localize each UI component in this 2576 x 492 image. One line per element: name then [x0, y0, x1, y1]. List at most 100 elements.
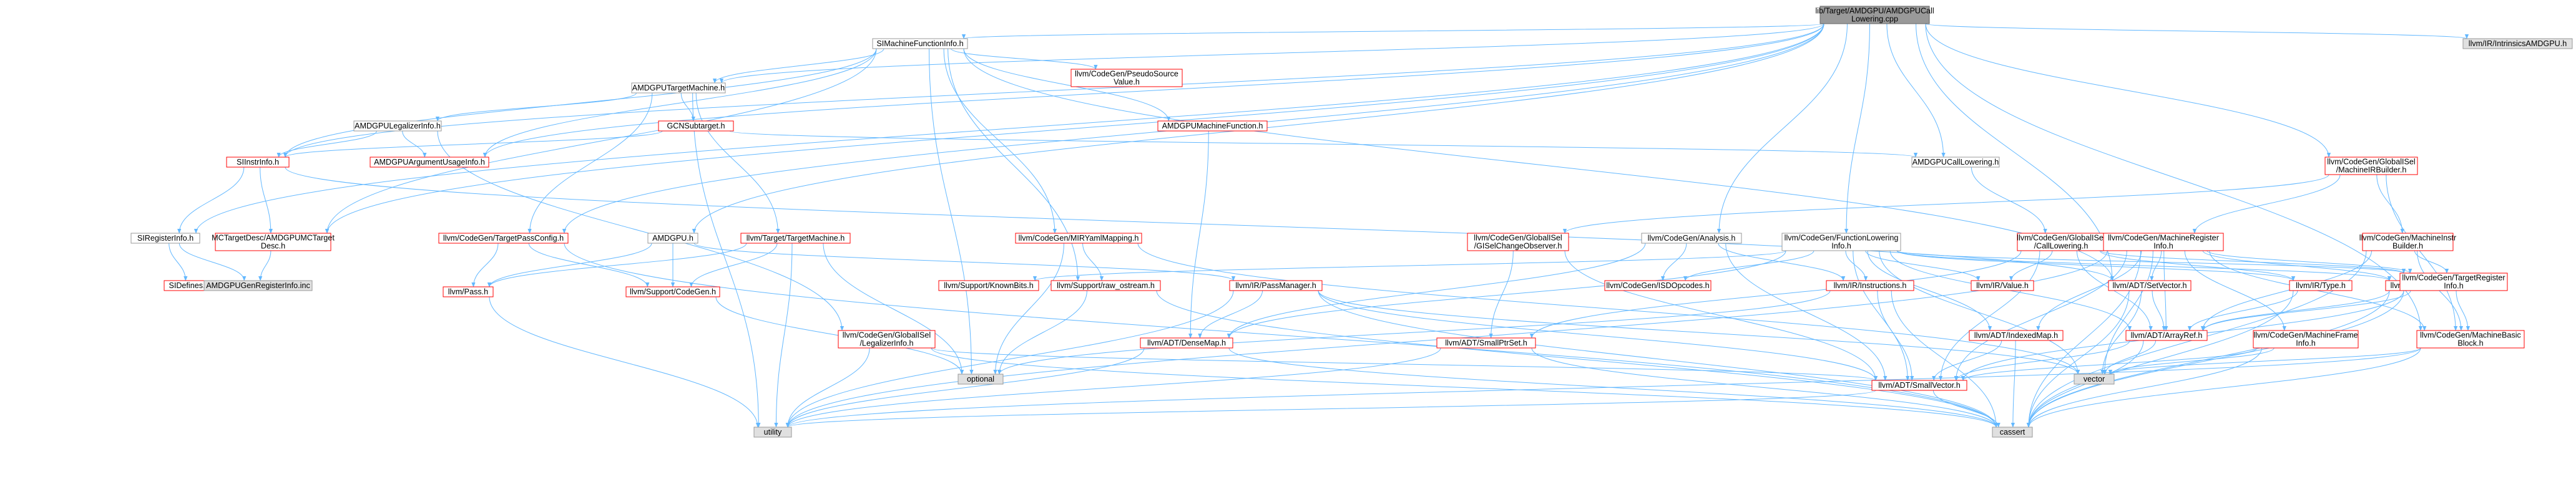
edge-cg_tpc-to-cassert	[564, 243, 1999, 428]
node-ir_pm[interactable]: llvm/IR/PassManager.h	[1229, 280, 1323, 291]
edge-ir_instr-to-cassert	[1891, 290, 1999, 428]
node-label-cassert-0: cassert	[2000, 428, 2025, 437]
edge-root-to-amdgpu_aui	[482, 23, 1824, 158]
edge-siinstrinfo-to-mctdesc	[260, 166, 273, 234]
node-amdgpu_mf[interactable]: AMDGPUMachineFunction.h	[1157, 120, 1268, 132]
edges-layer	[169, 23, 2471, 428]
node-label-adt_densemap-0: llvm/ADT/DenseMap.h	[1147, 339, 1226, 347]
nodes-layer: lib/Target/AMDGPU/AMDGPUCallLowering.cpp…	[130, 6, 2573, 438]
edge-siregisterinfo-to-genreginfo	[179, 243, 247, 281]
edge-cg_mbb-to-utility	[786, 347, 2421, 428]
node-ir_type[interactable]: llvm/IR/Type.h	[2289, 280, 2353, 291]
node-label-cg_mri-0: llvm/CodeGen/MachineRegister	[2108, 234, 2219, 243]
edge-simfi-to-mctdesc	[325, 48, 877, 234]
edge-cg_fli-to-vector	[1879, 250, 2080, 375]
node-label-gcn_st-0: GCNSubtarget.h	[667, 122, 725, 130]
node-amdgpu_h[interactable]: AMDGPU.h	[647, 233, 698, 244]
edge-ir_instr-to-optional	[997, 290, 1831, 375]
edge-cg_tri-to-adt_arrayref	[2201, 290, 2411, 331]
node-label-ir_type-0: llvm/IR/Type.h	[2296, 281, 2346, 290]
node-genreginfo: AMDGPUGenRegisterInfo.inc	[203, 280, 313, 291]
node-adt_arrayref[interactable]: llvm/ADT/ArrayRef.h	[2125, 330, 2208, 341]
node-box-mctdesc	[215, 233, 331, 251]
node-label-adt_smallvector-0: llvm/ADT/SmallVector.h	[1878, 381, 1961, 390]
node-sidefines[interactable]: SIDefines.h	[164, 280, 215, 291]
edge-cg_mfi-to-cassert	[2026, 347, 2262, 428]
edge-cg_analysis-to-adt_smallvector	[1725, 243, 1888, 381]
edge-cg_mri-to-adt_smallvector	[1954, 250, 2127, 381]
node-adt_densemap[interactable]: llvm/ADT/DenseMap.h	[1140, 337, 1233, 349]
edge-gisel_li-to-adt_smallvector	[931, 347, 1878, 381]
node-adt_sptrset[interactable]: llvm/ADT/SmallPtrSet.h	[1436, 337, 1536, 349]
node-gcn_st[interactable]: GCNSubtarget.h	[658, 120, 734, 132]
node-utility: utility	[753, 427, 792, 438]
node-label-amdgpu_cl-0: AMDGPUCallLowering.h	[1912, 158, 1999, 166]
edge-adt_indexedmap-to-adt_smallvector	[1932, 340, 2002, 381]
node-amdgpu_tm[interactable]: AMDGPUTargetMachine.h	[631, 82, 726, 94]
node-adt_smallvector[interactable]: llvm/ADT/SmallVector.h	[1871, 380, 1967, 391]
node-siregisterinfo[interactable]: SIRegisterInfo.h	[130, 233, 200, 244]
edge-target_tm-to-llvm_pass	[487, 243, 747, 287]
node-siinstrinfo[interactable]: SIInstrInfo.h	[226, 157, 290, 168]
edge-ir_instr-to-adt_smallvector	[1877, 290, 1914, 381]
node-gisel_csobs[interactable]: llvm/CodeGen/GlobalISel/GISelChangeObser…	[1467, 233, 1569, 251]
edge-mctdesc-to-genreginfo	[258, 250, 272, 281]
node-simfi[interactable]: SIMachineFunctionInfo.h	[872, 38, 968, 49]
edge-target_tm-to-support_cg	[689, 243, 778, 287]
node-ir_instr[interactable]: llvm/IR/Instructions.h	[1826, 280, 1914, 291]
node-box-cassert	[1992, 427, 2033, 438]
node-cg_mirym[interactable]: llvm/CodeGen/MIRYamlMapping.h	[1015, 233, 1142, 244]
node-cg_isd[interactable]: llvm/CodeGen/ISDOpcodes.h	[1604, 280, 1712, 291]
node-label-cg_mri-1: Info.h	[2153, 242, 2173, 251]
edge-amdgpu_tm-to-utility	[692, 92, 761, 428]
node-root[interactable]: lib/Target/AMDGPU/AMDGPUCallLowering.cpp	[1815, 6, 1934, 24]
node-cg_tpc[interactable]: llvm/CodeGen/TargetPassConfig.h	[438, 233, 569, 244]
node-amdgpu_aui[interactable]: AMDGPUArgumentUsageInfo.h	[370, 157, 489, 168]
node-gisel_mirb[interactable]: llvm/CodeGen/GlobalISel/MachineIRBuilder…	[2324, 157, 2418, 175]
edge-root-to-intrinsics	[1925, 23, 2469, 39]
node-amdgpu_cl[interactable]: AMDGPUCallLowering.h	[1911, 157, 2000, 168]
node-label-amdgpu_aui-0: AMDGPUArgumentUsageInfo.h	[374, 158, 485, 166]
edge-root-to-simfi	[962, 23, 1824, 39]
node-target_tm[interactable]: llvm/Target/TargetMachine.h	[740, 233, 851, 244]
edge-cg_fli-to-adt_bitvector	[1896, 250, 2391, 281]
node-llvm_pass[interactable]: llvm/Pass.h	[443, 286, 494, 297]
node-label-gisel_csobs-1: /GISelChangeObserver.h	[1474, 242, 1562, 251]
edge-gisel_csobs-to-adt_smallvector	[1564, 250, 1878, 381]
node-ir_value[interactable]: llvm/IR/Value.h	[1971, 280, 2034, 291]
edge-cg_mri-to-cassert	[2026, 250, 2142, 428]
node-box-cg_tpc	[438, 233, 569, 244]
node-box-support_kb	[938, 280, 1039, 291]
node-support_ros[interactable]: llvm/Support/raw_ostream.h	[1050, 280, 1161, 291]
node-box-cg_mirym	[1015, 233, 1142, 244]
edge-support_ros-to-cassert	[1156, 290, 1999, 428]
node-adt_setvector[interactable]: llvm/ADT/SetVector.h	[2108, 280, 2192, 291]
edge-cg_mirym-to-vector	[1137, 243, 2080, 375]
node-gisel_cl[interactable]: llvm/CodeGen/GlobalISel/CallLowering.h	[2017, 233, 2105, 251]
node-box-optional	[957, 374, 1004, 385]
node-label-mctdesc-1: Desc.h	[261, 242, 285, 251]
node-label-siinstrinfo-0: SIInstrInfo.h	[237, 158, 279, 166]
node-amdgpu_li[interactable]: AMDGPULegalizerInfo.h	[353, 120, 442, 132]
edge-target_tm-to-utility	[774, 243, 793, 428]
node-gisel_li[interactable]: llvm/CodeGen/GlobalISel/LegalizerInfo.h	[838, 330, 936, 349]
node-support_cg[interactable]: llvm/Support/CodeGen.h	[625, 286, 720, 297]
node-cg_analysis[interactable]: llvm/CodeGen/Analysis.h	[1641, 233, 1742, 244]
node-adt_indexedmap[interactable]: llvm/ADT/IndexedMap.h	[1969, 330, 2064, 341]
edge-cg_fli-to-cg_tri	[1896, 250, 2406, 274]
edge-amdgpu_li-to-amdgpu_aui	[402, 130, 427, 158]
edge-cg_mfi-to-adt_smallvector	[1961, 347, 2258, 381]
node-box-root	[1819, 6, 1930, 24]
node-box-utility	[753, 427, 792, 438]
edge-amdgpu_h-to-llvm_pass	[487, 243, 652, 287]
node-support_kb[interactable]: llvm/Support/KnownBits.h	[938, 280, 1039, 291]
edge-simfi-to-cg_mirym	[943, 48, 1057, 234]
